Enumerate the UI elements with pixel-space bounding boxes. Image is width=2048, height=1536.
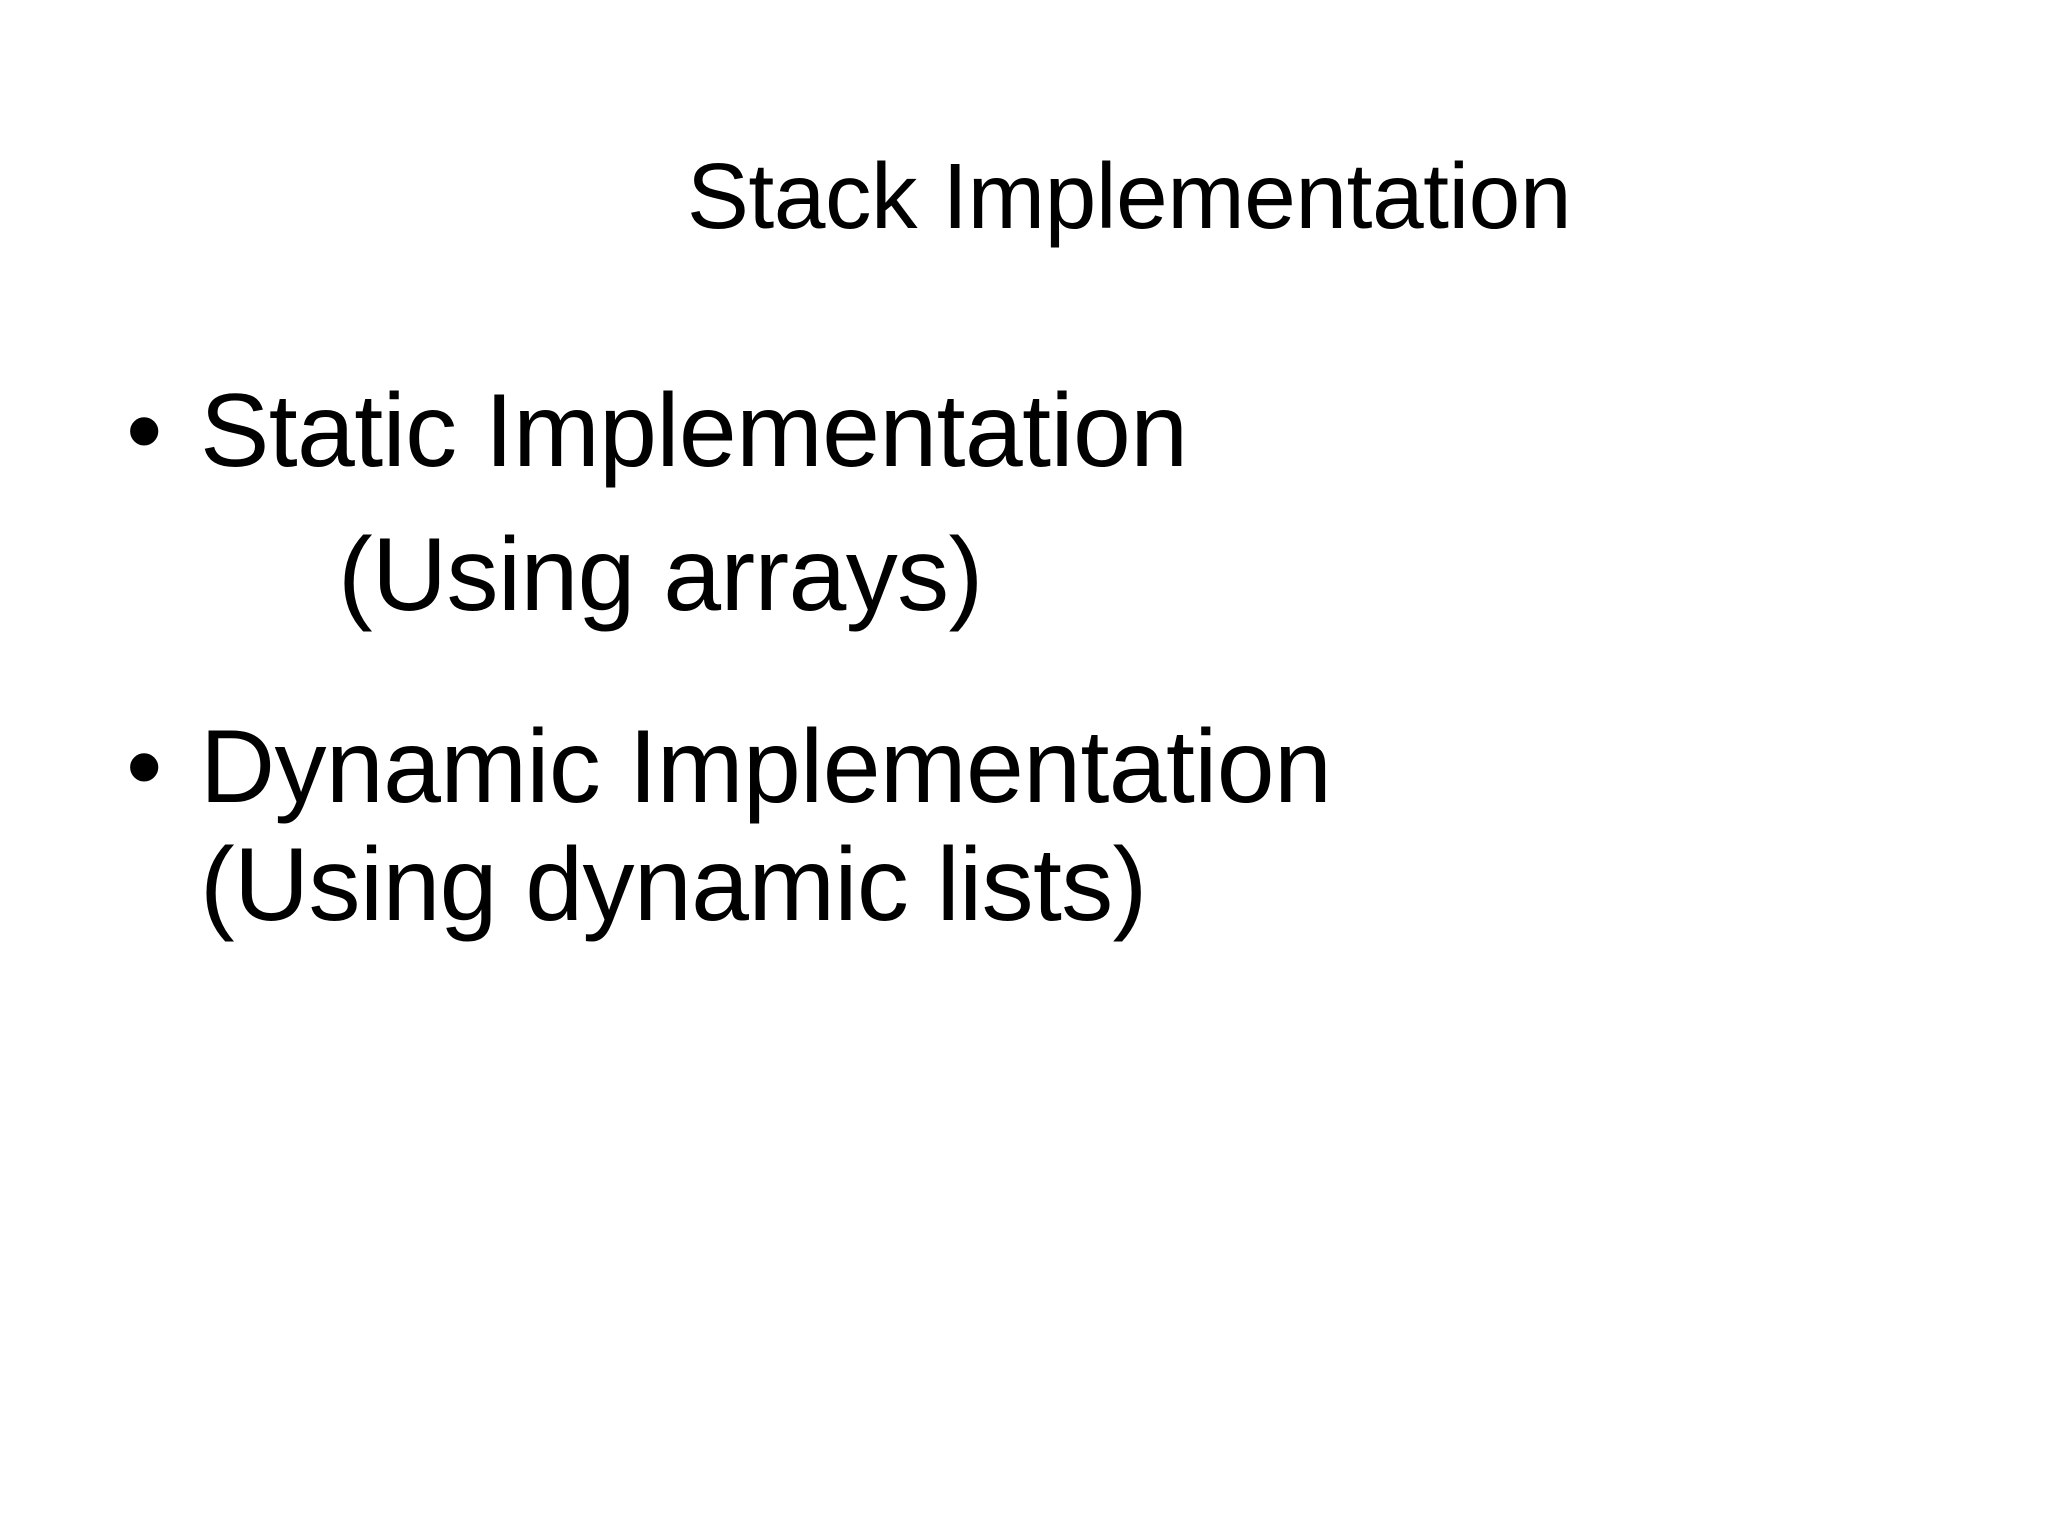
list-item-label: Dynamic Implementation [200, 709, 1332, 825]
list-item-label: Static Implementation [200, 373, 1188, 489]
spacer [0, 490, 2048, 516]
list-item-continuation: (Using arrays) [0, 516, 2048, 634]
list-item-continuation-label: (Using arrays) [338, 517, 983, 633]
list-item-continuation: (Using dynamic lists) [0, 826, 2048, 944]
bullet-icon: • [126, 373, 162, 489]
bullet-icon: • [126, 709, 162, 825]
list-item-continuation-label: (Using dynamic lists) [200, 827, 1147, 943]
list-item: • Static Implementation [0, 372, 2048, 490]
slide-body: • Static Implementation (Using arrays) •… [0, 372, 2048, 944]
page-title: Stack Implementation [686, 144, 1572, 248]
list-item: • Dynamic Implementation [0, 708, 2048, 826]
spacer [0, 634, 2048, 708]
